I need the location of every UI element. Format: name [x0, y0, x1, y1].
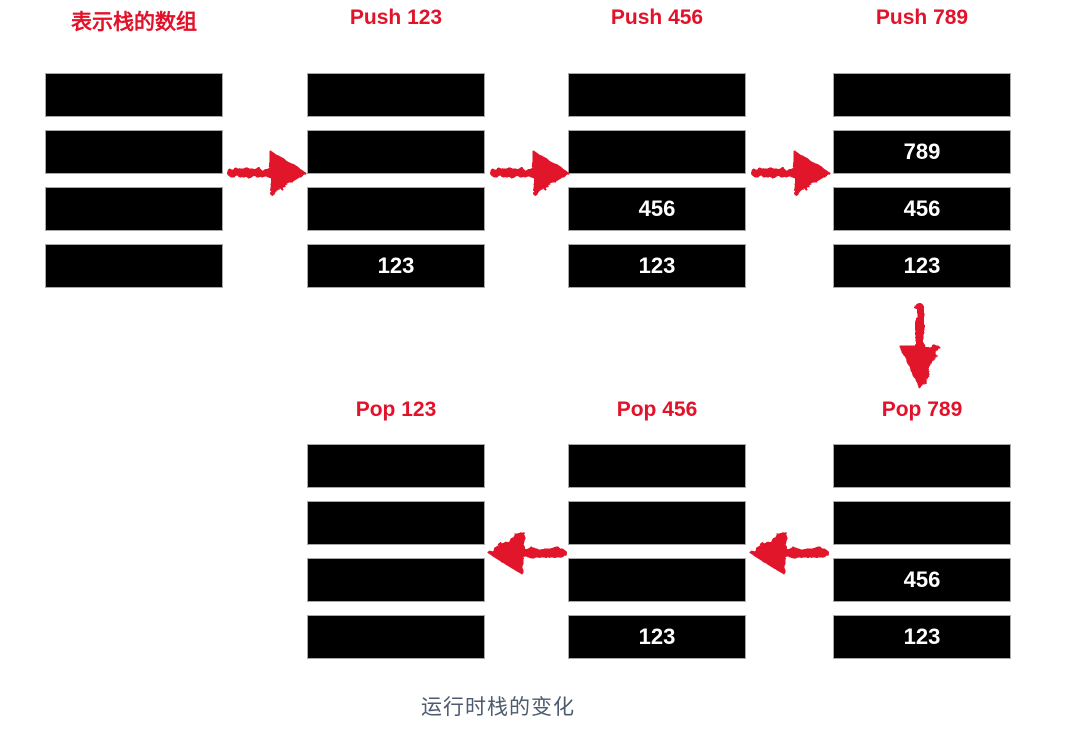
- label-pop-789: Pop 789: [881, 398, 963, 421]
- arrow-right-icon: [490, 151, 569, 195]
- stack-cell: [307, 187, 485, 231]
- stack-cell: [45, 187, 223, 231]
- stack-cell: [568, 130, 746, 174]
- stack-cell: 456: [833, 187, 1011, 231]
- stack-cell: [45, 130, 223, 174]
- stack-cell: 789: [833, 130, 1011, 174]
- arrow-down-icon: [900, 303, 940, 389]
- stack-pop-456: 123: [568, 444, 746, 672]
- label-pop-456: Pop 456: [616, 398, 698, 421]
- stack-initial: [45, 73, 223, 301]
- label-initial-array: 表示栈的数组: [71, 11, 197, 34]
- stack-cell: 123: [568, 244, 746, 288]
- stack-cell: 456: [833, 558, 1011, 602]
- stack-cell: [45, 73, 223, 117]
- stack-cell: 123: [833, 244, 1011, 288]
- stack-cell: [833, 73, 1011, 117]
- arrow-right-icon: [751, 151, 830, 195]
- label-push-123: Push 123: [349, 6, 443, 29]
- stack-cell: [307, 501, 485, 545]
- arrow-left-icon: [750, 531, 829, 575]
- stack-cell: [307, 558, 485, 602]
- stack-cell: [307, 73, 485, 117]
- stack-pop-123: [307, 444, 485, 672]
- stack-cell: [307, 444, 485, 488]
- label-push-456: Push 456: [610, 6, 704, 29]
- stack-cell: 123: [833, 615, 1011, 659]
- stack-cell: [307, 615, 485, 659]
- stack-cell: [833, 501, 1011, 545]
- stack-cell: [568, 501, 746, 545]
- stack-cell: [45, 244, 223, 288]
- arrow-right-icon: [227, 151, 306, 195]
- stack-cell: [568, 558, 746, 602]
- stack-cell: [568, 73, 746, 117]
- diagram-caption: 运行时栈的变化: [421, 696, 575, 719]
- stack-cell: [307, 130, 485, 174]
- arrow-left-icon: [488, 531, 567, 575]
- stack-cell: 456: [568, 187, 746, 231]
- stack-push-123: 123: [307, 73, 485, 301]
- stack-push-456: 456 123: [568, 73, 746, 301]
- label-push-789: Push 789: [875, 6, 969, 29]
- stack-pop-789: 456 123: [833, 444, 1011, 672]
- stack-push-789: 789 456 123: [833, 73, 1011, 301]
- stack-cell: 123: [568, 615, 746, 659]
- stack-cell: [568, 444, 746, 488]
- stack-cell: [833, 444, 1011, 488]
- label-pop-123: Pop 123: [355, 398, 437, 421]
- stack-cell: 123: [307, 244, 485, 288]
